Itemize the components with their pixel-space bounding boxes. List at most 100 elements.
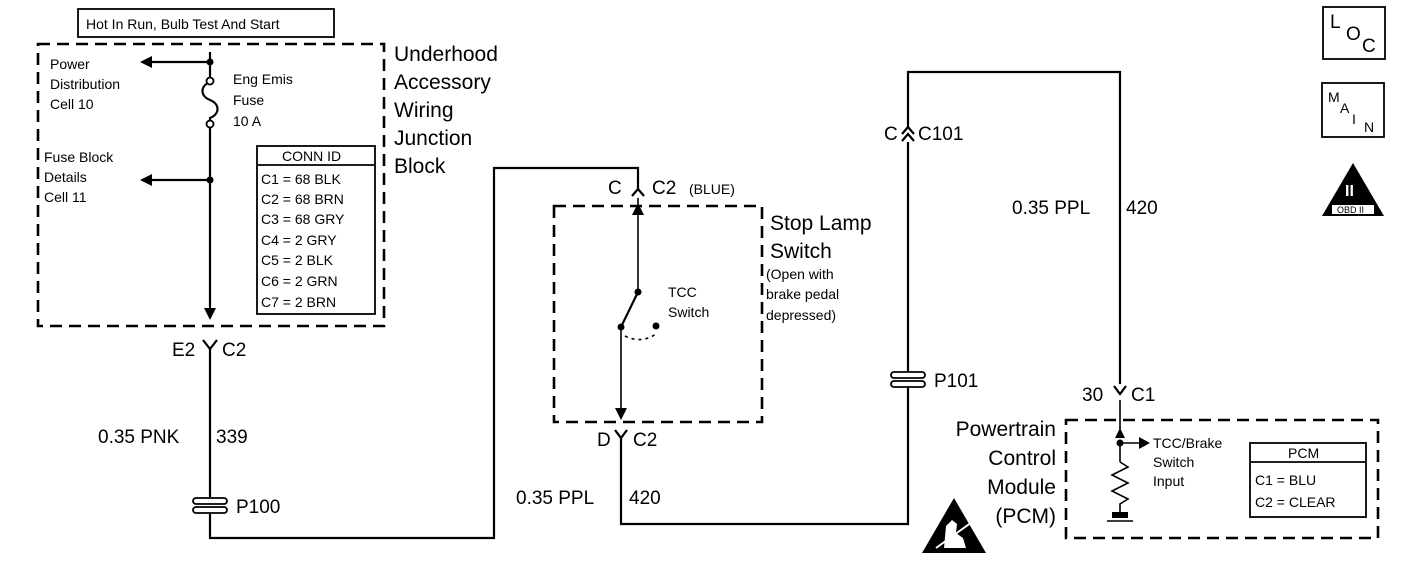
svg-text:L: L: [1330, 12, 1341, 33]
svg-text:Distribution: Distribution: [50, 76, 120, 92]
svg-text:420: 420: [629, 488, 661, 509]
wire-ppl-left-label: 0.35 PPL 420: [516, 488, 661, 509]
svg-text:30: 30: [1082, 385, 1103, 406]
svg-text:C1 = 68 BLK: C1 = 68 BLK: [261, 171, 341, 187]
svg-text:C2: C2: [633, 430, 657, 451]
stop-switch-up-arrowhead: [632, 203, 644, 215]
passthrough-p100: P100: [192, 497, 280, 518]
svg-text:C7 = 2 BRN: C7 = 2 BRN: [261, 294, 336, 310]
svg-text:C1 = BLU: C1 = BLU: [1255, 472, 1316, 488]
svg-text:brake pedal: brake pedal: [766, 286, 839, 302]
svg-text:P101: P101: [934, 371, 978, 392]
wire-ppl-420-left: [619, 387, 910, 526]
svg-text:C1: C1: [1131, 385, 1155, 406]
svg-text:Switch: Switch: [668, 304, 709, 320]
svg-text:Input: Input: [1153, 473, 1184, 489]
svg-text:PCM: PCM: [1288, 445, 1319, 461]
stop-switch-down-arrowhead: [615, 408, 627, 420]
esd-warning-icon: [922, 498, 986, 553]
fuse-block-arrowhead: [140, 174, 152, 186]
svg-text:Hot In Run, Bulb Test And Star: Hot In Run, Bulb Test And Start: [86, 16, 280, 32]
svg-text:Fuse: Fuse: [233, 92, 264, 108]
connector-30-c1: 30 C1: [1082, 385, 1155, 406]
fuse-terminal-bottom: [205, 119, 215, 129]
svg-text:Fuse Block: Fuse Block: [44, 149, 114, 165]
fuse-symbol: [201, 80, 219, 124]
svg-text:Power: Power: [50, 56, 90, 72]
svg-text:A: A: [1340, 100, 1350, 116]
svg-text:II: II: [1345, 183, 1354, 200]
svg-text:0.35 PPL: 0.35 PPL: [1012, 198, 1090, 219]
connector-c-c2-blue: C C2 (BLUE): [608, 178, 735, 199]
svg-text:Underhood: Underhood: [394, 43, 498, 66]
junction-block-title: Underhood Accessory Wiring Junction Bloc…: [394, 43, 498, 178]
svg-text:N: N: [1364, 119, 1374, 135]
obd-ii-icon[interactable]: II OBD II: [1322, 163, 1384, 216]
svg-text:420: 420: [1126, 198, 1158, 219]
svg-text:C2: C2: [652, 178, 676, 199]
pcm-input-label: TCC/Brake Switch Input: [1153, 435, 1222, 489]
tcc-switch-label: TCC Switch: [668, 284, 709, 320]
svg-text:depressed): depressed): [766, 307, 836, 323]
svg-text:M: M: [1328, 89, 1340, 105]
svg-text:C: C: [884, 124, 898, 145]
svg-text:Block: Block: [394, 155, 446, 178]
svg-text:Accessory: Accessory: [394, 71, 491, 94]
svg-text:(Open with: (Open with: [766, 266, 834, 282]
pull-down-resistor: [1110, 461, 1130, 512]
svg-text:D: D: [597, 430, 611, 451]
svg-text:TCC/Brake: TCC/Brake: [1153, 435, 1222, 451]
wire-pnk-label: 0.35 PNK 339: [98, 427, 248, 448]
svg-text:(BLUE): (BLUE): [689, 181, 735, 197]
hot-in-run-label: Hot In Run, Bulb Test And Start: [77, 8, 335, 38]
svg-text:Switch: Switch: [1153, 454, 1194, 470]
svg-text:I: I: [1352, 111, 1356, 127]
tcc-switch-blade: [620, 291, 639, 328]
svg-text:0.35 PNK: 0.35 PNK: [98, 427, 180, 448]
svg-text:0.35 PPL: 0.35 PPL: [516, 488, 594, 509]
svg-text:C2 = 68 BRN: C2 = 68 BRN: [261, 191, 344, 207]
main-icon[interactable]: M A I N: [1321, 82, 1385, 138]
svg-text:Junction: Junction: [394, 127, 472, 150]
svg-text:Stop Lamp: Stop Lamp: [770, 212, 872, 235]
svg-text:Module: Module: [987, 476, 1056, 499]
svg-text:C3 = 68 GRY: C3 = 68 GRY: [261, 211, 345, 227]
svg-text:Control: Control: [988, 447, 1056, 470]
conn-id-table: CONN ID C1 = 68 BLK C2 = 68 BRN C3 = 68 …: [256, 145, 376, 315]
svg-text:C2 = CLEAR: C2 = CLEAR: [1255, 494, 1336, 510]
svg-text:Details: Details: [44, 169, 87, 185]
connector-d-c2: D C2: [597, 429, 657, 451]
svg-text:Wiring: Wiring: [394, 99, 454, 122]
pcm-table: PCM C1 = BLU C2 = CLEAR: [1249, 442, 1367, 518]
svg-text:P100: P100: [236, 497, 280, 518]
stop-lamp-switch-note: (Open with brake pedal depressed): [766, 266, 839, 323]
pcm-title: Powertrain Control Module (PCM): [956, 418, 1056, 528]
ground-symbol: [1107, 512, 1133, 522]
tcc-switch-mechanical-link: [624, 333, 657, 341]
stop-lamp-switch-title: Stop Lamp Switch: [770, 212, 872, 263]
svg-text:Powertrain: Powertrain: [956, 418, 1056, 441]
svg-text:10 A: 10 A: [233, 113, 262, 129]
svg-text:Switch: Switch: [770, 240, 832, 263]
svg-text:C: C: [608, 178, 622, 199]
pcm-input-up-arrowhead: [1115, 428, 1125, 438]
svg-text:(PCM): (PCM): [995, 505, 1056, 528]
pcm-outline: [1064, 418, 1380, 540]
svg-text:Cell 11: Cell 11: [44, 189, 87, 205]
stop-lamp-switch-outline: [552, 204, 764, 424]
svg-text:C5 = 2 BLK: C5 = 2 BLK: [261, 252, 334, 268]
tcc-switch-contact-open: [652, 322, 660, 330]
svg-text:OBD II: OBD II: [1337, 205, 1364, 215]
svg-text:TCC: TCC: [668, 284, 697, 300]
wire-ppl-right-label: 0.35 PPL 420: [1012, 198, 1158, 219]
pcm-input-arrowhead: [1139, 437, 1150, 449]
svg-text:339: 339: [216, 427, 248, 448]
svg-text:C6 = 2 GRN: C6 = 2 GRN: [261, 273, 338, 289]
svg-text:O: O: [1346, 24, 1361, 45]
connector-c101: C C101: [884, 124, 963, 145]
loc-icon[interactable]: L O C: [1322, 6, 1386, 60]
fuse-label: Eng Emis Fuse 10 A: [233, 71, 293, 129]
svg-text:CONN ID: CONN ID: [282, 148, 341, 164]
passthrough-p101: P101: [890, 371, 978, 392]
